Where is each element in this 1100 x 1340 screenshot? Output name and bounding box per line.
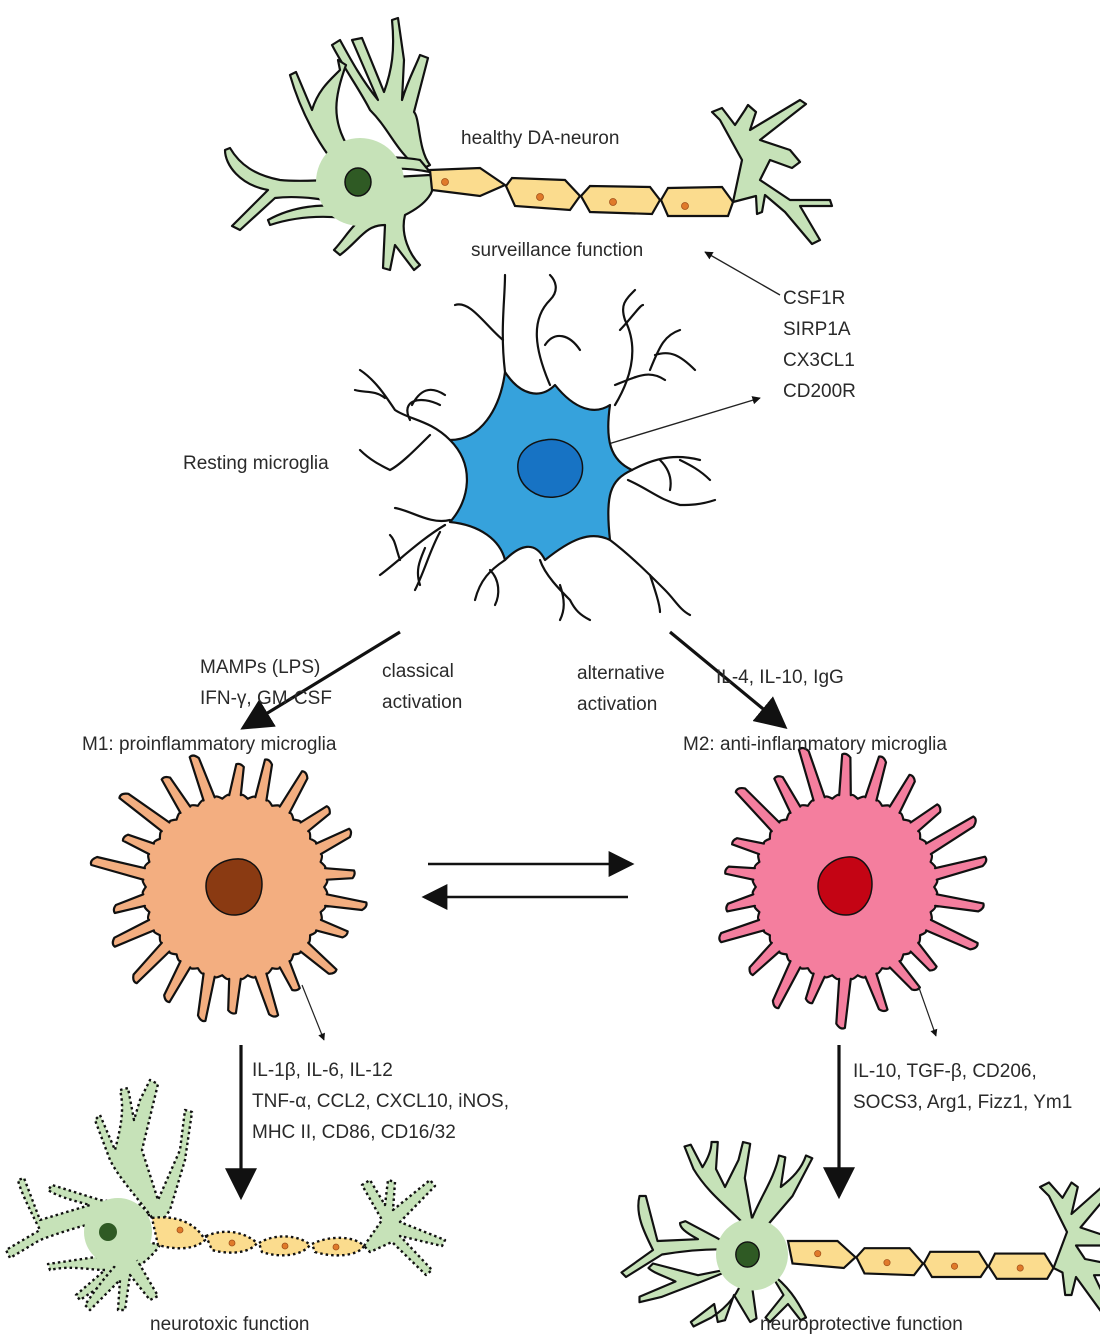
marker-line: IL-1β, IL-6, IL-12 xyxy=(252,1060,393,1081)
arrow-m2-secretion xyxy=(917,984,938,1037)
marker-line: MHC II, CD86, CD16/32 xyxy=(252,1122,456,1143)
alternative-line: activation xyxy=(577,694,658,715)
receptor-list: CSF1R SIRP1A CX3CL1 CD200R xyxy=(783,283,856,407)
healthy-neuron-terminal xyxy=(710,98,834,246)
classical-line: classical xyxy=(382,661,454,682)
m1-stimuli: MAMPs (LPS) IFN-γ, GM-CSF xyxy=(200,652,332,714)
label-neurotoxic-function: neurotoxic function xyxy=(150,1314,310,1335)
receptor-item: CSF1R xyxy=(783,288,846,309)
healthy-neuron-nucleus xyxy=(344,167,372,197)
m1-microglia xyxy=(89,754,368,1023)
marker-line: IL-10, TGF-β, CD206, xyxy=(853,1061,1037,1082)
classical-line: activation xyxy=(382,692,463,713)
receptor-item: SIRP1A xyxy=(783,319,851,340)
label-surveillance-function: surveillance function xyxy=(471,240,644,261)
arrow-alternative-activation xyxy=(668,630,788,730)
alternative-line: alternative xyxy=(577,663,665,684)
protected-neuron xyxy=(620,1140,1100,1328)
arrow-m1-secretion xyxy=(301,984,325,1041)
label-m1-title: M1: proinflammatory microglia xyxy=(82,734,337,755)
stimulus-item: IFN-γ, GM-CSF xyxy=(200,688,332,709)
m1-markers: IL-1β, IL-6, IL-12 TNF-α, CCL2, CXCL10, … xyxy=(252,1055,509,1148)
healthy-neuron-axon xyxy=(428,98,834,246)
label-m2-title: M2: anti-inflammatory microglia xyxy=(683,734,947,755)
m2-markers: IL-10, TGF-β, CD206, SOCS3, Arg1, Fizz1,… xyxy=(853,1056,1072,1118)
stimulus-item: MAMPs (LPS) xyxy=(200,657,321,678)
m2-microglia xyxy=(718,746,988,1030)
label-classical-activation: classical activation xyxy=(382,656,462,718)
label-alternative-activation: alternative activation xyxy=(577,658,665,720)
arrow-to-receptors xyxy=(604,396,761,446)
m1-microglia-nucleus xyxy=(205,858,263,916)
healthy-neuron-soma xyxy=(223,16,435,272)
arrow-to-surveillance xyxy=(704,251,781,296)
arrow-classical-activation xyxy=(240,630,401,730)
receptor-item: CD200R xyxy=(783,381,856,402)
label-healthy-da-neuron: healthy DA-neuron xyxy=(461,128,620,149)
label-resting-microglia: Resting microglia xyxy=(183,453,329,474)
marker-line: SOCS3, Arg1, Fizz1, Ym1 xyxy=(853,1092,1073,1113)
healthy-neuron-dendrites xyxy=(330,16,432,172)
receptor-item: CX3CL1 xyxy=(783,350,855,371)
damaged-neuron xyxy=(4,1078,447,1312)
resting-microglia-processes xyxy=(353,273,717,622)
m2-microglia-nucleus xyxy=(817,856,873,916)
healthy-neuron xyxy=(223,16,834,272)
m2-stimuli: IL-4, IL-10, IgG xyxy=(716,667,844,688)
resting-microglia-nucleus xyxy=(517,438,584,498)
resting-microglia xyxy=(353,273,717,622)
marker-line: TNF-α, CCL2, CXCL10, iNOS, xyxy=(252,1091,509,1112)
label-neuroprotective-function: neuroprotective function xyxy=(760,1314,963,1335)
